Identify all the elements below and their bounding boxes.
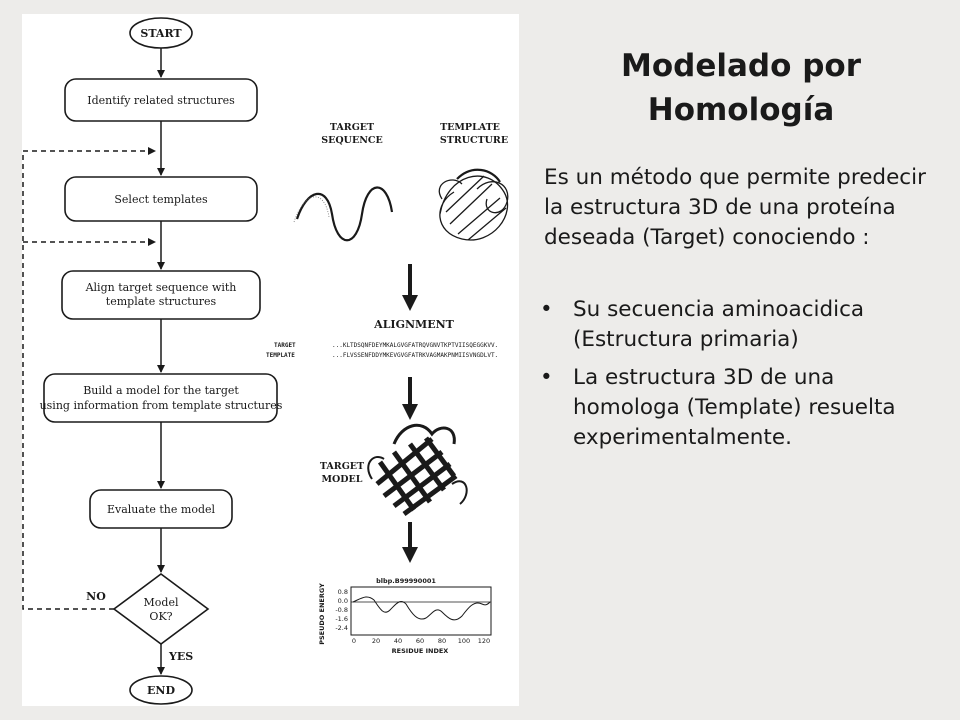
process-arrow-2 <box>402 377 418 420</box>
dashed-loop-to-select-templates <box>22 147 156 610</box>
xtick: 80 <box>438 637 446 645</box>
template-structure-label-line2: STRUCTURE <box>440 135 508 146</box>
target-sequence-label-line2: SEQUENCE <box>321 135 382 146</box>
plot-xlabel: RESIDUE INDEX <box>392 647 449 655</box>
ytick: -0.8 <box>335 606 348 614</box>
xtick: 20 <box>372 637 380 645</box>
process-arrow-3 <box>402 522 418 563</box>
no-label: NO <box>86 590 106 603</box>
process-arrow-1 <box>402 264 418 311</box>
plot-title: blbp.B99990001 <box>376 577 436 585</box>
align-sequence-label-line2: template structures <box>106 295 217 308</box>
identify-structures-label: Identify related structures <box>87 94 235 107</box>
xtick: 120 <box>478 637 490 645</box>
evaluate-model-label: Evaluate the model <box>107 503 216 516</box>
slide-title-line2: Homología <box>647 92 835 128</box>
target-model-label-line1: TARGET <box>320 461 364 472</box>
decision-label-line1: Model <box>144 596 179 609</box>
align-target-label: TARGET <box>274 342 296 349</box>
yes-label: YES <box>168 650 193 663</box>
ytick: -2.4 <box>335 624 348 632</box>
sequence-letters-decoration <box>293 196 330 223</box>
align-sequence-label-line1: Align target sequence with <box>85 281 237 294</box>
plot-frame <box>350 586 492 636</box>
template-structure-label-line1: TEMPLATE <box>440 122 500 133</box>
slide-title: Modelado por Homología <box>536 44 946 132</box>
ytick: 0.0 <box>338 597 348 605</box>
model-ok-decision <box>112 573 210 645</box>
end-terminal <box>129 675 193 705</box>
energy-profile-line <box>352 596 491 621</box>
xtick: 100 <box>458 637 470 645</box>
target-sequence-squiggle <box>295 186 394 242</box>
build-model-label-line1: Build a model for the target <box>83 384 239 397</box>
ytick: 0.8 <box>338 588 348 596</box>
template-structure-ribbon <box>438 168 509 241</box>
alignment-label: ALIGNMENT <box>373 318 454 331</box>
start-label: START <box>140 27 182 40</box>
decision-label-line2: OK? <box>149 610 172 623</box>
target-model-ribbon <box>367 423 468 517</box>
bullet-item: Su secuencia aminoacidica (Estructura pr… <box>540 295 946 355</box>
xtick: 40 <box>394 637 402 645</box>
end-label: END <box>147 684 175 697</box>
build-model-step <box>43 373 278 423</box>
plot-ylabel: PSEUDO ENERGY <box>318 583 326 645</box>
align-template-sequence: ...FLVSSENFDDYMKEVGVGFATRKVAGMAKPNMIISVN… <box>332 352 498 359</box>
bullet-list: Su secuencia aminoacidica (Estructura pr… <box>540 295 946 453</box>
bullet-item: La estructura 3D de una homologa (Templa… <box>540 363 946 453</box>
select-templates-label: Select templates <box>114 193 208 206</box>
target-sequence-label-line1: TARGET <box>330 122 374 133</box>
flowchart-diagram: START Identify related structures Select… <box>22 17 509 705</box>
homology-modeling-figure: START Identify related structures Select… <box>22 14 519 706</box>
ytick: -1.6 <box>335 615 348 623</box>
target-model-label-line2: MODEL <box>322 474 363 485</box>
xtick: 60 <box>416 637 424 645</box>
build-model-label-line2: using information from template structur… <box>40 399 283 412</box>
pseudo-energy-plot: blbp.B99990001 0.8 0.0 -0.8 -1.6 -2.4 0 … <box>318 577 492 655</box>
text-column: Modelado por Homología Es un método que … <box>526 44 946 461</box>
slide-title-line1: Modelado por <box>621 48 861 84</box>
intro-paragraph: Es un método que permite predecir la est… <box>544 165 926 250</box>
align-target-sequence: ...KLTDSQNFDEYMKALGVGFATRQVGNVTKPTVIISQE… <box>332 342 498 349</box>
align-template-label: TEMPLATE <box>266 352 295 359</box>
xtick: 0 <box>352 637 356 645</box>
